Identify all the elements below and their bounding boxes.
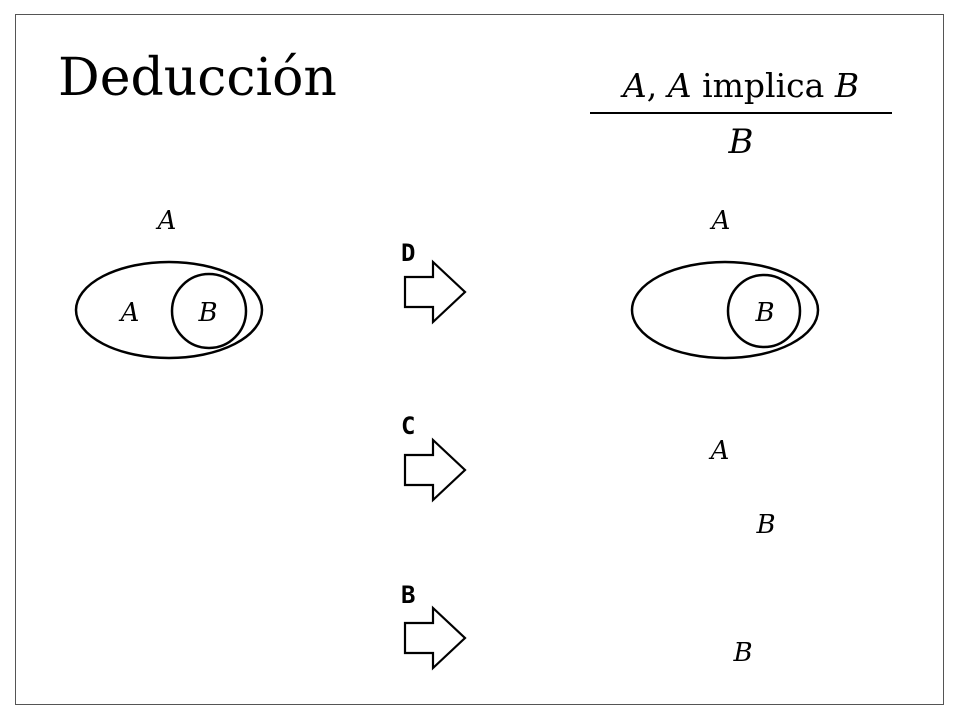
rule-conclusion: B xyxy=(728,122,754,162)
arrow-b: B xyxy=(401,581,467,671)
slide-frame xyxy=(15,14,944,705)
arrow-d: D xyxy=(401,239,467,325)
left-inner-a-label: A xyxy=(119,298,140,328)
left-inner-circle xyxy=(170,272,248,350)
right-venn-diagram: A B xyxy=(630,206,820,360)
left-venn-diagram: A A B xyxy=(74,206,264,360)
left-outer-ellipse xyxy=(74,260,264,360)
arrow-b-label: B xyxy=(401,581,415,609)
premise-a-second: A xyxy=(667,66,692,105)
inference-rule-line xyxy=(590,112,892,114)
arrow-c-label: C xyxy=(401,412,415,440)
right-outer-ellipse xyxy=(630,260,820,360)
premise-a: A xyxy=(622,66,647,105)
slide-title: Deducción xyxy=(58,48,337,108)
arrow-c: C xyxy=(401,412,467,503)
right-inner-b-label: B xyxy=(754,298,774,328)
premise-separator: , xyxy=(646,66,658,105)
arrow-d-label: D xyxy=(401,239,415,267)
left-outer-label: A xyxy=(156,206,177,236)
arrow-b-shape xyxy=(403,605,467,671)
arrow-c-shape xyxy=(403,437,467,503)
premise-b: B xyxy=(834,66,860,105)
right-inner-circle xyxy=(726,273,802,349)
rule-premise: A, A implica B xyxy=(586,64,896,108)
right-outer-label: A xyxy=(710,206,731,236)
c-result: A B xyxy=(709,436,776,540)
b-result: B xyxy=(732,638,752,668)
arrow-d-shape xyxy=(403,259,467,325)
b-result-b-label: B xyxy=(732,638,752,668)
left-inner-b-label: B xyxy=(197,298,217,328)
c-result-a-label: A xyxy=(709,436,730,466)
premise-implies-word: implica xyxy=(702,66,825,105)
c-result-b-label: B xyxy=(755,510,775,540)
